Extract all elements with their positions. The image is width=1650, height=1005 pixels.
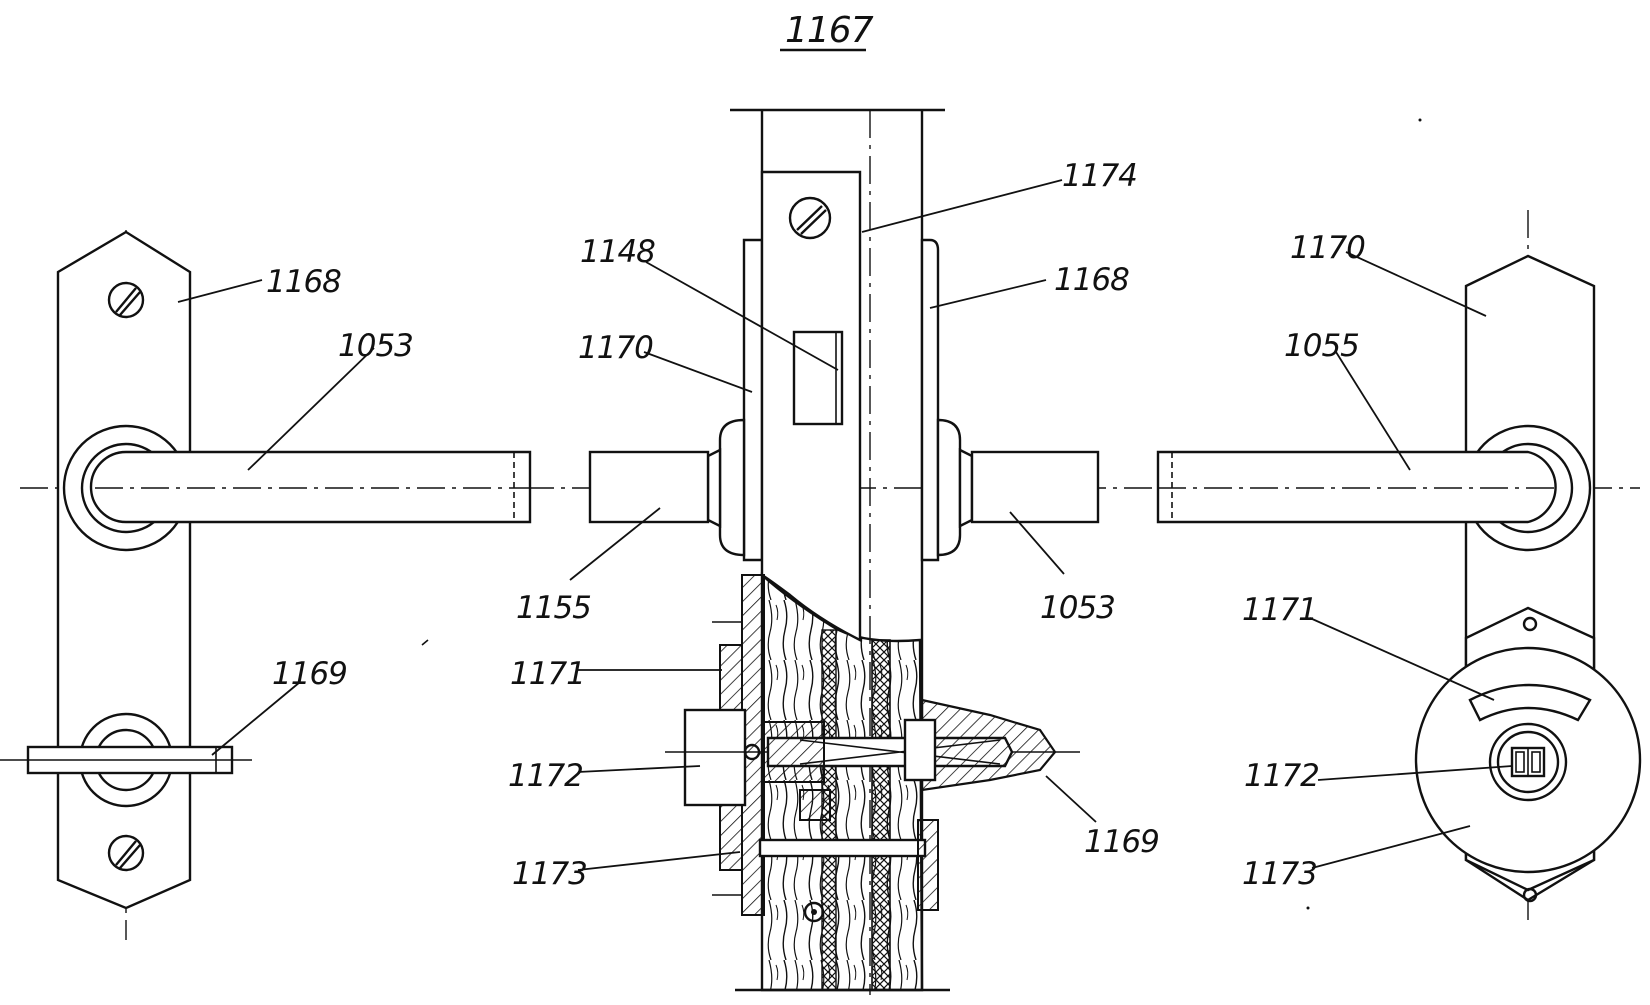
door-core-layer: [871, 639, 891, 991]
label-center-front-plate: 1168: [1054, 262, 1129, 298]
label-left-handle: 1053: [338, 328, 413, 364]
figure-title: 1167: [780, 10, 875, 52]
right-view: 1170 1055 1171 1172 1173: [1156, 210, 1642, 920]
shield-bottom-rivet-icon: [1522, 887, 1538, 903]
right-cylinder-outer: [1488, 722, 1568, 802]
label-center-forend: 1174: [1062, 158, 1137, 194]
label-right-escutcheon: 1173: [1242, 856, 1317, 892]
center-section-view: 1174 1148 1170 1168 1155 1053 1171 1172 …: [508, 108, 1160, 995]
leader-line: [1335, 351, 1411, 471]
label-right-rose: 1171: [1242, 592, 1317, 628]
left-view: 1168 1053 1169: [0, 230, 532, 940]
leader-line: [1309, 617, 1495, 701]
left-spindle-collar: [706, 448, 722, 528]
leader-line: [1009, 511, 1065, 575]
right-rose-window: [1468, 683, 1592, 722]
right-cylinder-inner: [1496, 730, 1560, 794]
left-top-screw-icon: [107, 281, 145, 319]
cylinder-housing: [683, 708, 747, 807]
leader-line: [861, 179, 1063, 233]
key-slot-pin: [1515, 751, 1525, 773]
leader-line: [577, 851, 741, 871]
left-spindle: [588, 450, 710, 524]
leader-line: [1345, 251, 1487, 317]
right-lock-collar: [903, 718, 937, 782]
strike-opening: [792, 330, 844, 426]
leader-line: [929, 279, 1047, 309]
leader-line: [643, 351, 753, 393]
label-center-strike: 1148: [580, 234, 655, 270]
leader-line: [569, 507, 661, 581]
key-slot-pin: [1531, 751, 1541, 773]
screw-slot: [119, 844, 141, 869]
stray-dot: [1418, 118, 1422, 122]
left-bottom-screw-icon: [107, 834, 145, 872]
screw-slot: [796, 205, 823, 231]
leader-line: [177, 279, 263, 303]
right-spindle-collar: [958, 448, 974, 528]
label-center-left-spindle: 1155: [516, 590, 591, 626]
left-door-handle: [89, 450, 532, 524]
center-back-plate: [742, 238, 764, 562]
screw-slot: [119, 291, 141, 316]
label-center-rose: 1171: [510, 656, 585, 692]
stray-dot: [1306, 906, 1310, 910]
leader-line: [211, 681, 301, 756]
label-center-escutcheon: 1173: [512, 856, 587, 892]
right-lock-body: [920, 698, 1057, 792]
label-center-screw: 1169: [1084, 824, 1159, 860]
screw-slot: [115, 840, 137, 866]
wood-knot-center: [811, 909, 817, 915]
shield-top-rivet-icon: [1522, 616, 1538, 632]
escutcheon-screw: [758, 838, 927, 858]
leader-line: [1311, 825, 1471, 869]
figure-number: 1167: [785, 10, 874, 51]
leader-line: [1045, 775, 1097, 823]
cylinder-pin-icon: [743, 743, 761, 761]
leader-line: [645, 261, 839, 371]
right-spindle: [970, 450, 1100, 524]
label-left-bolt: 1169: [272, 656, 347, 692]
screw-slot: [115, 287, 137, 313]
label-right-cylinder: 1172: [1244, 758, 1319, 794]
stray-mark: [421, 639, 429, 646]
label-right-plate: 1170: [1290, 230, 1365, 266]
right-lower-block: [917, 819, 939, 911]
leader-line: [1317, 765, 1513, 781]
label-right-handle: 1055: [1284, 328, 1359, 364]
forend-screw-icon: [788, 196, 832, 240]
label-center-right-spindle: 1053: [1040, 590, 1115, 626]
screw-slot: [800, 209, 827, 235]
label-left-plate: 1168: [266, 264, 341, 300]
left-spindle-rose: [718, 418, 746, 557]
mortise-block: [763, 721, 825, 783]
right-spindle-rose: [936, 418, 962, 557]
wood-knot-icon: [803, 901, 825, 923]
center-front-plate: [920, 238, 940, 562]
leader-line: [247, 347, 375, 471]
label-center-back-plate: 1170: [578, 330, 653, 366]
label-center-cylinder: 1172: [508, 758, 583, 794]
leader-line: [577, 765, 701, 773]
right-door-handle: [1156, 450, 1557, 524]
mortise-block-lower: [799, 789, 831, 821]
